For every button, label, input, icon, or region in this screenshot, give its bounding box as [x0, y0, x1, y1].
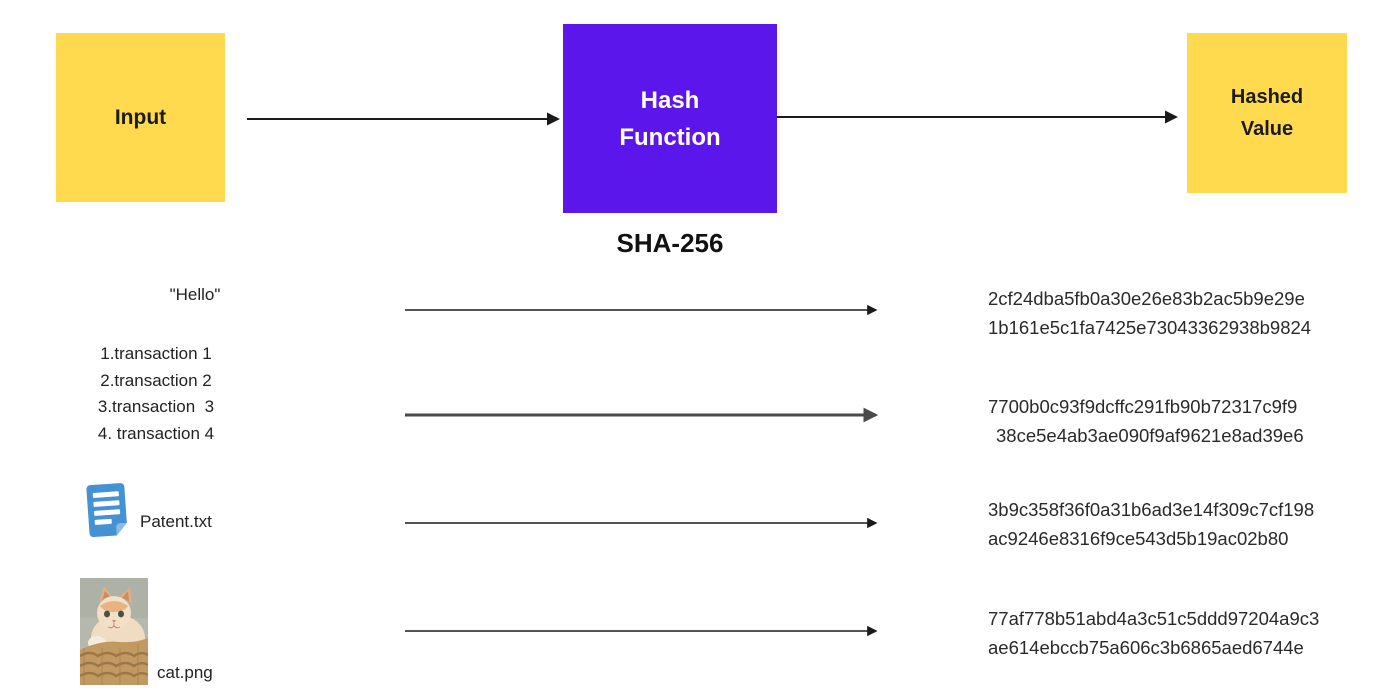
hash-value-transactions-line1: 7700b0c93f9dcffc291fb90b72317c9f9: [988, 396, 1298, 417]
hash-function-label-line1: Hash: [640, 86, 700, 114]
input-box-label: Input: [114, 106, 167, 129]
hash-function-box: Hash Function: [563, 24, 777, 213]
hashed-value-box: Hashed Value: [1187, 33, 1347, 193]
hash-value-cat-line1: 77af778b51abd4a3c51c5ddd97204a9c3: [988, 608, 1320, 629]
hash-value-cat: 77af778b51abd4a3c51c5ddd97204a9c3 ae614e…: [988, 604, 1319, 662]
hash-value-hello-line1: 2cf24dba5fb0a30e26e83b2ac5b9e29e: [988, 288, 1305, 309]
transaction-line-1: 1.transaction 1: [100, 344, 212, 363]
example-input-transactions: 1.transaction 1 2.transaction 2 3.transa…: [61, 341, 251, 447]
hash-value-cat-line2: ae614ebccb75a606c3b6865aed6744e: [988, 637, 1304, 658]
hash-value-transactions: 7700b0c93f9dcffc291fb90b72317c9f9 38ce5e…: [988, 392, 1304, 450]
hash-value-hello-line2: 1b161e5c1fa7425e73043362938b9824: [988, 317, 1312, 338]
hash-function-label-line2: Function: [619, 123, 721, 151]
input-box: Input: [56, 33, 225, 202]
document-icon: [84, 481, 132, 541]
hash-value-hello: 2cf24dba5fb0a30e26e83b2ac5b9e29e 1b161e5…: [988, 284, 1311, 342]
example-input-hello: "Hello": [169, 285, 221, 304]
hash-value-transactions-line2: 38ce5e4ab3ae090f9af9621e8ad39e6: [996, 425, 1304, 446]
example-input-cat: cat.png: [157, 663, 213, 682]
transaction-line-4: 4. transaction 4: [97, 423, 215, 443]
transaction-line-3: 3.transaction 3: [97, 397, 215, 416]
example-input-patent: Patent.txt: [140, 512, 212, 531]
cat-photo: [80, 578, 148, 685]
hash-value-patent-line2: ac9246e8316f9ce543d5b19ac02b80: [988, 528, 1289, 549]
algorithm-label: SHA-256: [616, 228, 724, 258]
hash-value-patent: 3b9c358f36f0a31b6ad3e14f309c7cf198 ac924…: [988, 495, 1314, 553]
hash-value-patent-line1: 3b9c358f36f0a31b6ad3e14f309c7cf198: [988, 499, 1315, 520]
hashed-value-label-line1: Hashed: [1230, 86, 1304, 108]
transaction-line-2: 2.transaction 2: [100, 370, 212, 390]
hashed-value-label-line2: Value: [1240, 118, 1294, 140]
